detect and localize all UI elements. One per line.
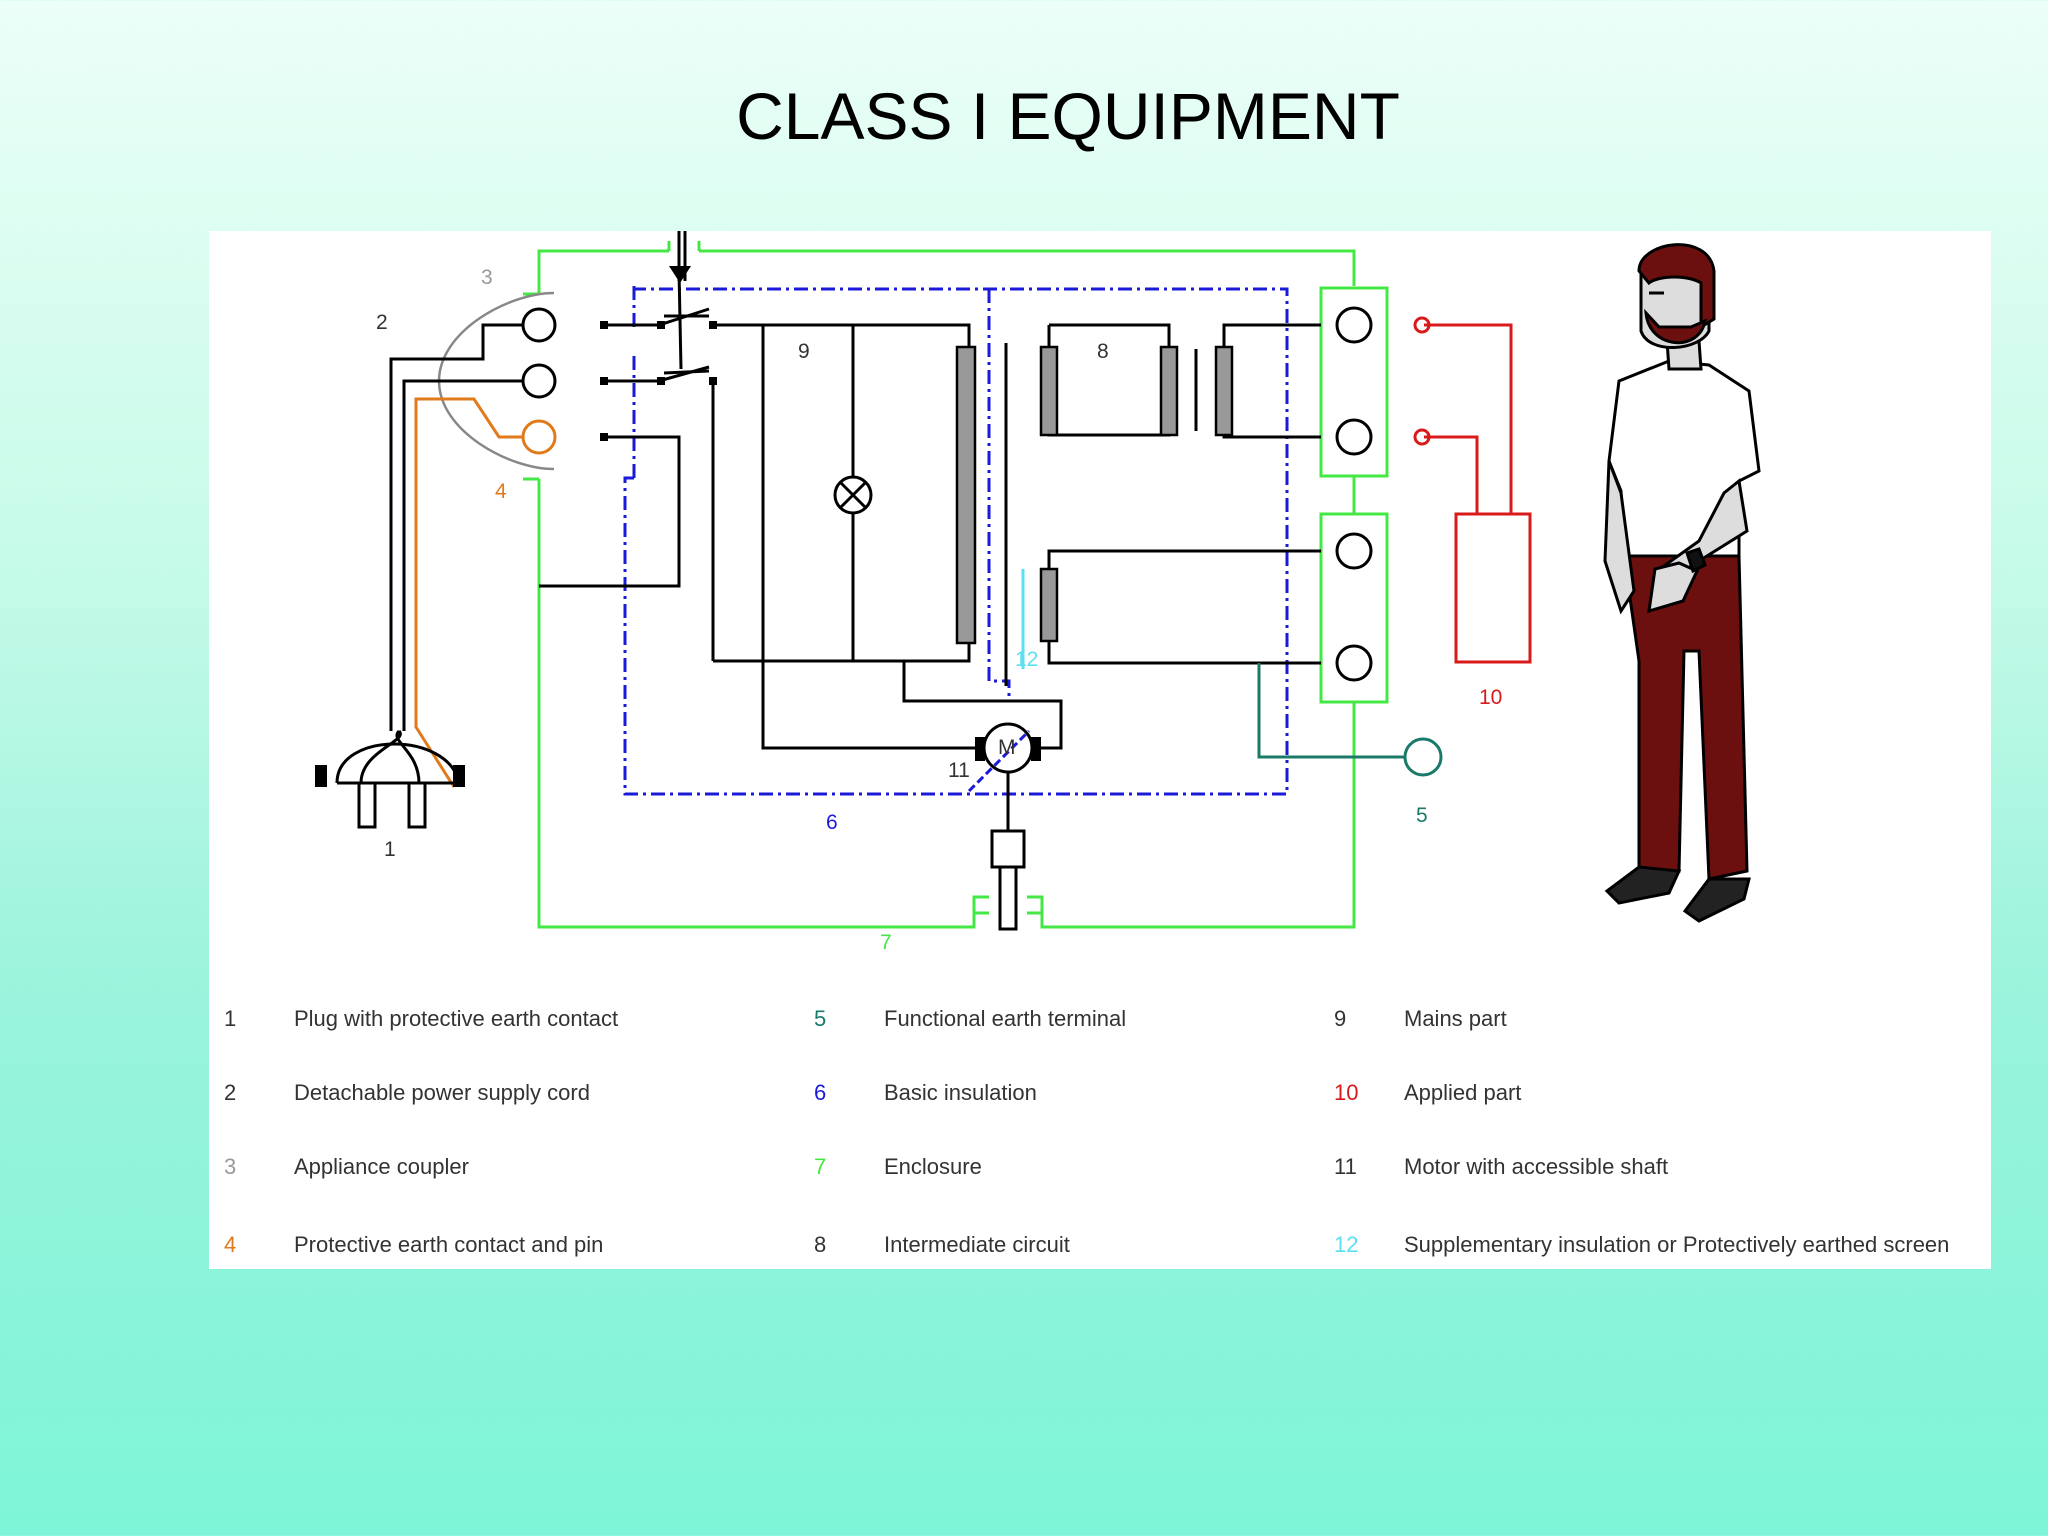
legend-num-1: 1: [224, 1006, 237, 1031]
motor-with-shaft: [762, 722, 1041, 931]
transformer-core: [955, 345, 977, 645]
label-11: 11: [948, 759, 970, 782]
label-7: 7: [880, 931, 892, 954]
legend-num-3: 3: [224, 1154, 237, 1179]
legend-text-6: Basic insulation: [884, 1080, 1037, 1105]
legend-num-6: 6: [814, 1080, 827, 1105]
enclosure-outline: [523, 241, 1389, 929]
label-9: 9: [798, 340, 810, 363]
legend-text-3: Appliance coupler: [294, 1154, 469, 1179]
functional-earth-terminal: [1257, 663, 1443, 777]
legend-text-2: Detachable power supply cord: [294, 1080, 590, 1105]
legend-num-9: 9: [1334, 1006, 1347, 1031]
class-one-circuit-diagram: 3 2 4 1 9 8 12 10 11 M 6 5 7: [315, 231, 1761, 954]
label-12: 12: [1015, 648, 1038, 671]
legend-num-11: 11: [1334, 1154, 1357, 1179]
legend-num-12: 12: [1334, 1232, 1359, 1257]
label-1: 1: [384, 838, 396, 861]
legend-text-11: Motor with accessible shaft: [1404, 1154, 1669, 1179]
label-4: 4: [495, 480, 507, 503]
label-6: 6: [826, 811, 838, 834]
label-10: 10: [1479, 686, 1502, 709]
resistor-middle: [1159, 345, 1179, 437]
legend-text-9: Mains part: [1404, 1006, 1507, 1031]
legend-text-8: Intermediate circuit: [884, 1232, 1070, 1257]
label-3: 3: [481, 266, 493, 289]
slide-title: CLASS I EQUIPMENT: [736, 79, 1400, 153]
legend-num-10: 10: [1334, 1080, 1359, 1105]
legend-num-5: 5: [814, 1006, 827, 1031]
applied-part: [1413, 316, 1532, 664]
legend-text-4: Protective earth contact and pin: [294, 1232, 604, 1257]
legend-num-2: 2: [224, 1080, 237, 1105]
legend-text-1: Plug with protective earth contact: [294, 1006, 619, 1031]
legend-text-10: Applied part: [1404, 1080, 1522, 1105]
resistor-left: [1039, 345, 1059, 437]
label-2: 2: [376, 311, 388, 334]
applied-part-terminals: [1335, 306, 1373, 682]
legend-num-8: 8: [814, 1232, 827, 1257]
person-figure: [1603, 243, 1761, 923]
resistor-right: [1214, 345, 1234, 437]
legend-text-5: Functional earth terminal: [884, 1006, 1127, 1031]
label-5: 5: [1416, 804, 1428, 827]
mains-switch: [539, 231, 769, 661]
legend-text-7: Enclosure: [884, 1154, 982, 1179]
power-supply-cord: [389, 323, 523, 788]
plug-with-earth: [335, 729, 461, 829]
diagram-panel: 3 2 4 1 9 8 12 10 11 M 6 5 7 1 Plug with…: [209, 231, 1991, 1269]
legend-num-4: 4: [224, 1232, 237, 1257]
label-8: 8: [1097, 340, 1109, 363]
legend-text-12: Supplementary insulation or Protectively…: [1404, 1232, 1950, 1257]
motor-label: M: [998, 736, 1016, 759]
resistor-lower: [1039, 567, 1059, 643]
legend-num-7: 7: [814, 1154, 827, 1179]
